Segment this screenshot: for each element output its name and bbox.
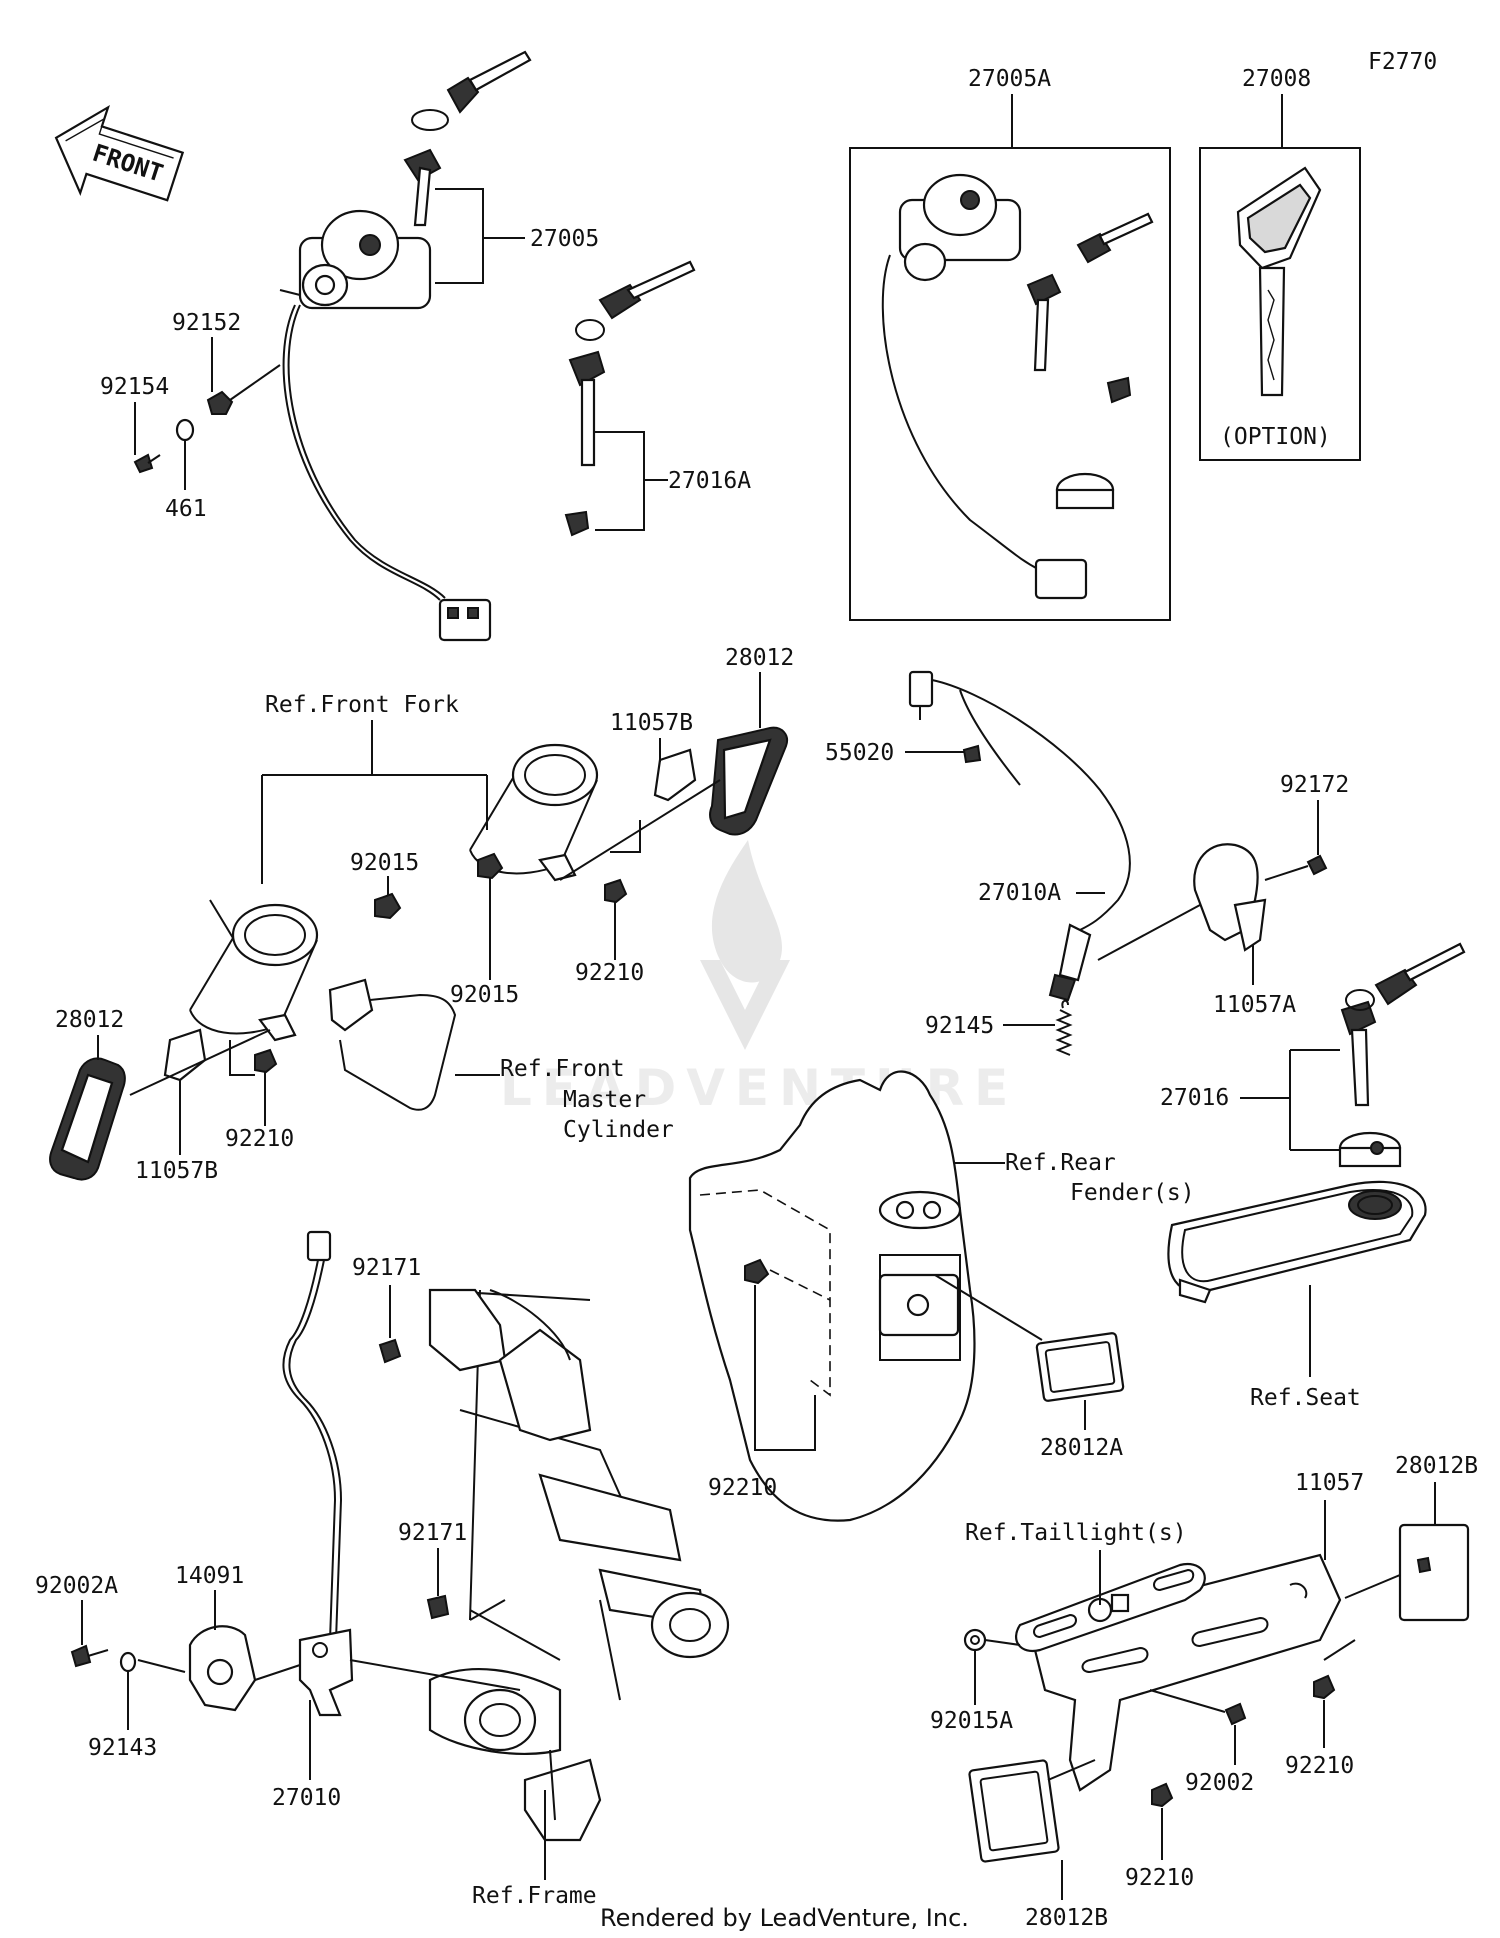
sidestand-switch-27010A-icon — [908, 670, 1131, 1002]
key-set-27016-icon — [1340, 942, 1466, 1107]
ref-master-line1: Ref.Front — [500, 1056, 625, 1082]
callout-28012-top: 28012 — [725, 645, 794, 671]
callout-92002A: 92002A — [35, 1573, 118, 1599]
callout-92210-left: 92210 — [225, 1126, 294, 1152]
callout-27016: 27016 — [1160, 1085, 1229, 1111]
bolt-92002A-icon — [70, 1644, 109, 1668]
callout-14091: 14091 — [175, 1563, 244, 1589]
callout-27010: 27010 — [272, 1785, 341, 1811]
callout-92015-upper: 92015 — [350, 850, 419, 876]
nut-92015-left-icon — [374, 892, 402, 920]
nut-92210-fender-icon — [744, 1258, 770, 1285]
callout-92015-lower: 92015 — [450, 982, 519, 1008]
callout-28012A: 28012A — [1040, 1435, 1123, 1461]
callout-55020: 55020 — [825, 740, 894, 766]
callout-92210-right: 92210 — [1285, 1753, 1354, 1779]
reflector-28012-left-icon — [49, 1057, 126, 1181]
reflector-28012B-bottom-icon — [968, 1759, 1096, 1863]
nut-92210-bracket-bottom-icon — [1151, 1782, 1174, 1808]
ref-rear-fender-line2: Fender(s) — [1070, 1180, 1195, 1206]
bracket-11057B-top-icon — [559, 748, 721, 881]
fork-tube-left-icon — [189, 899, 319, 1042]
callout-92171-lower: 92171 — [398, 1520, 467, 1546]
callout-27005: 27005 — [530, 226, 599, 252]
callout-11057B-bottom: 11057B — [135, 1158, 218, 1184]
clip-92171-lower-icon — [426, 1594, 450, 1620]
nut-92152-icon — [206, 364, 281, 415]
callout-92015A: 92015A — [930, 1708, 1013, 1734]
callout-92210-bottom: 92210 — [1125, 1865, 1194, 1891]
callout-28012B-top: 28012B — [1395, 1453, 1478, 1479]
ref-master-line3: Cylinder — [563, 1117, 674, 1143]
ignition-switch-assembly — [279, 50, 532, 642]
nut-92015-right-icon — [477, 852, 504, 880]
seat-icon — [1167, 1180, 1427, 1304]
reflector-28012B-top-icon — [1344, 1523, 1470, 1622]
bolt-92002-icon — [1149, 1689, 1247, 1726]
callout-11057B-top: 11057B — [610, 710, 693, 736]
ref-front-fork: Ref.Front Fork — [265, 692, 459, 718]
callout-27005A: 27005A — [968, 66, 1051, 92]
ref-master-line2: Master — [563, 1087, 646, 1113]
rear-fender-icon — [688, 1070, 976, 1522]
front-direction-arrow: FRONT — [54, 104, 185, 202]
kit-27005A-contents — [881, 173, 1154, 600]
reflector-28012A-icon — [934, 1274, 1125, 1402]
nut-92210-bracket-right-icon — [1313, 1674, 1336, 1700]
ref-rear-fender-line1: Ref.Rear — [1005, 1150, 1116, 1176]
sidestand-switch-27010-icon — [282, 1230, 521, 1717]
callout-28012-left: 28012 — [55, 1007, 124, 1033]
bolt-92154-icon — [133, 453, 161, 474]
nut-92015A-icon — [963, 1628, 1021, 1652]
clamp-55020-icon — [962, 744, 982, 764]
ref-frame: Ref.Frame — [472, 1883, 597, 1909]
callout-27010A: 27010A — [978, 880, 1061, 906]
kit-27005A-box — [849, 147, 1171, 621]
taillight-bracket-icon — [1015, 1562, 1206, 1653]
reflector-28012-top-icon — [709, 726, 788, 836]
washer-92143-icon — [119, 1651, 186, 1673]
callout-92171-upper: 92171 — [352, 1255, 421, 1281]
option-27008-box — [1199, 147, 1361, 461]
key-set-27016A-icon — [564, 260, 696, 537]
figure-code: F2770 — [1368, 49, 1437, 75]
bracket-11057A-icon — [1097, 843, 1267, 961]
callout-11057A: 11057A — [1213, 992, 1296, 1018]
master-cylinder-bracket-icon — [328, 978, 500, 1111]
callout-92152: 92152 — [172, 310, 241, 336]
ref-seat: Ref.Seat — [1250, 1385, 1361, 1411]
callout-92154: 92154 — [100, 374, 169, 400]
frame-icon — [428, 1288, 730, 1842]
ref-taillight: Ref.Taillight(s) — [965, 1520, 1187, 1546]
footer-credit: Rendered by LeadVenture, Inc. — [600, 1904, 969, 1932]
callout-92210-top: 92210 — [575, 960, 644, 986]
callout-92145: 92145 — [925, 1013, 994, 1039]
fork-tube-right-icon — [469, 743, 599, 882]
nut-92210-top-icon — [604, 878, 628, 904]
screw-92172-icon — [1264, 854, 1328, 881]
cover-14091-icon — [188, 1625, 301, 1712]
callout-27008: 27008 — [1242, 66, 1311, 92]
callout-92143: 92143 — [88, 1735, 157, 1761]
spring-92145-icon — [1055, 999, 1073, 1056]
callout-11057: 11057 — [1295, 1470, 1364, 1496]
option-key-27008-icon — [1236, 166, 1322, 397]
callout-461: 461 — [165, 496, 207, 522]
nut-92210-left-icon — [254, 1048, 278, 1074]
watermark-logo — [700, 840, 790, 1050]
washer-461-icon — [175, 418, 195, 442]
callout-92210-fender: 92210 — [708, 1475, 777, 1501]
clip-92171-upper-icon — [378, 1338, 402, 1364]
seat-lock-cap-icon — [1338, 1131, 1402, 1168]
ignition-key-icon — [403, 50, 532, 227]
callout-92002: 92002 — [1185, 1770, 1254, 1796]
option-label: (OPTION) — [1220, 424, 1331, 450]
callout-28012B-bottom: 28012B — [1025, 1905, 1108, 1931]
callout-92172: 92172 — [1280, 772, 1349, 798]
bracket-11057B-bottom-icon — [129, 1028, 271, 1096]
callout-27016A: 27016A — [668, 468, 751, 494]
